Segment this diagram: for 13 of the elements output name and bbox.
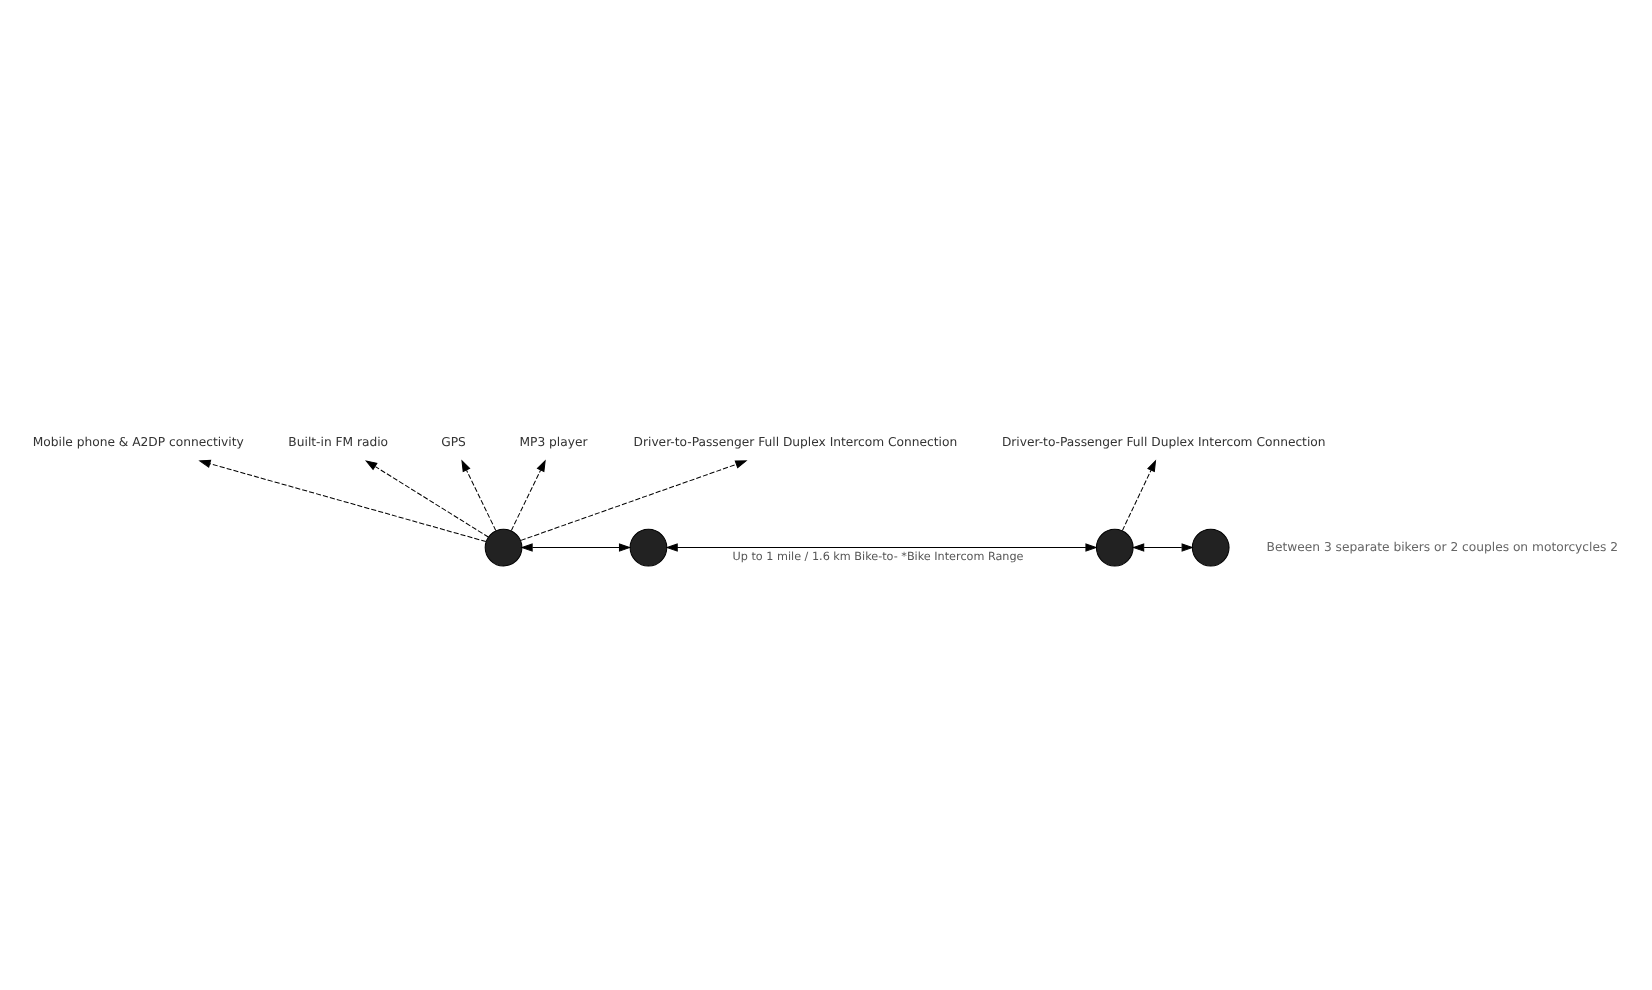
node-circle bbox=[484, 528, 523, 567]
node-circle bbox=[1191, 528, 1230, 567]
arrow bbox=[365, 460, 489, 538]
arrow bbox=[510, 459, 546, 531]
arrow bbox=[520, 543, 632, 552]
arrow bbox=[1121, 459, 1157, 531]
arrow bbox=[1131, 543, 1194, 552]
node-circle bbox=[629, 528, 668, 567]
arrow bbox=[461, 459, 497, 531]
arrow bbox=[520, 460, 748, 541]
node-circle bbox=[1095, 528, 1134, 567]
arrow bbox=[198, 459, 487, 543]
arrow bbox=[665, 543, 1098, 552]
